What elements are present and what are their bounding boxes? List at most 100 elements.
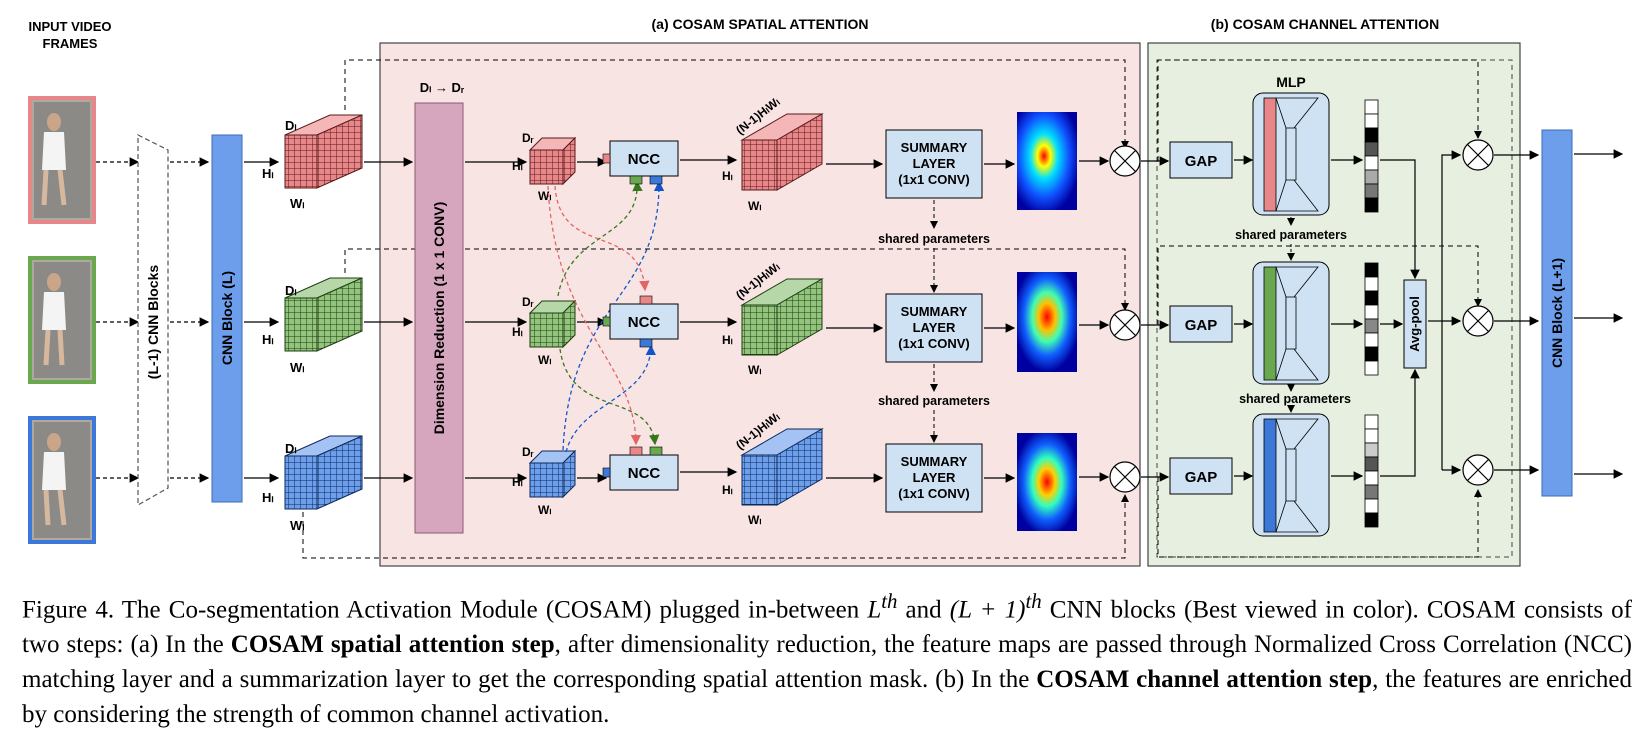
mlp-block-green xyxy=(1252,261,1330,385)
feature-map-blue xyxy=(284,435,363,510)
input-frames-label-2: FRAMES xyxy=(43,36,98,51)
multiply-node-channel-red xyxy=(1462,139,1494,171)
caption-part-1: Figure 4. The Co-segmentation Activation… xyxy=(22,596,868,624)
cosam-diagram: INPUT VIDEO FRAMES (a) COSAM SPATIAL ATT… xyxy=(28,16,1624,567)
caption-part-5: , the features are enriched by consideri… xyxy=(22,666,1632,729)
caption-math-1: L xyxy=(867,596,882,624)
summary-layer-red xyxy=(885,129,983,199)
channel-cell xyxy=(1364,141,1379,157)
ncc-label-green: NCC xyxy=(628,314,661,331)
channel-cell xyxy=(1364,183,1379,199)
correlation-map-green xyxy=(740,278,824,356)
feature-map-green xyxy=(284,277,363,352)
channel-cell xyxy=(1364,318,1379,334)
spatial-mask-red xyxy=(1017,112,1077,210)
dr-label-red: Dᵣ xyxy=(522,131,534,145)
channel-cell xyxy=(1364,346,1379,362)
gap-label-red: GAP xyxy=(1185,153,1218,170)
cnn-block-l-label: CNN Block (L) xyxy=(219,271,235,365)
multiply-node-spatial-blue xyxy=(1109,461,1141,493)
multiply-node-channel-green xyxy=(1462,305,1494,337)
spatial-mask-green xyxy=(1017,272,1077,372)
caption-part-3: CNN blocks (Best viewed in color). COSAM… xyxy=(22,596,1632,659)
wl2-label-blue: Wₗ xyxy=(538,503,551,517)
channel-cell xyxy=(1364,498,1379,514)
dimension-reduction-block xyxy=(414,102,464,534)
dr-label-green: Dᵣ xyxy=(522,295,534,309)
hl2-label-green: Hₗ xyxy=(512,325,523,339)
reduced-map-green xyxy=(528,299,577,349)
caption-math-2: (L + 1) xyxy=(949,596,1026,624)
shared-params-spatial-2: shared parameters xyxy=(878,394,990,408)
summary-text-1a: SUMMARY xyxy=(901,140,968,155)
caption-bold-2: COSAM channel attention step xyxy=(1036,666,1373,694)
correlation-map-blue xyxy=(740,428,824,506)
channel-cell xyxy=(1364,197,1379,213)
summary-text-2a: SUMMARY xyxy=(901,304,968,319)
summary-text-3a: SUMMARY xyxy=(901,454,968,469)
hl3-label-blue: Hₗ xyxy=(722,483,733,497)
wl-label-green: Wₗ xyxy=(290,360,304,375)
wl3-label-red: Wₗ xyxy=(748,199,761,213)
gap-block-blue xyxy=(1169,457,1233,495)
hl-label-blue: Hₗ xyxy=(262,490,274,505)
section-b-title: (b) COSAM CHANNEL ATTENTION xyxy=(1211,16,1439,32)
prev-cnn-blocks xyxy=(137,134,169,507)
wl3-label-blue: Wₗ xyxy=(748,513,761,527)
input-frames-label: INPUT VIDEO xyxy=(28,19,111,34)
summary-text-1b: LAYER xyxy=(913,156,956,171)
channel-cell xyxy=(1364,262,1379,278)
summary-text-2b: LAYER xyxy=(913,320,956,335)
dr-label-blue: Dᵣ xyxy=(522,445,534,459)
feature-map-red xyxy=(284,114,363,189)
mlp-block-blue xyxy=(1252,413,1330,537)
ncc-block-blue xyxy=(602,446,679,491)
multiply-node-spatial-red xyxy=(1109,145,1141,177)
summary-text-3c: (1x1 CONV) xyxy=(898,486,970,501)
hl3-label-green: Hₗ xyxy=(722,333,733,347)
gap-label-green: GAP xyxy=(1185,317,1218,334)
channel-cell xyxy=(1364,276,1379,292)
hl-label-red: Hₗ xyxy=(262,166,274,181)
caption-bold-1: COSAM spatial attention step xyxy=(230,631,555,659)
multiply-node-spatial-green xyxy=(1109,309,1141,341)
channel-cell xyxy=(1364,113,1379,129)
gap-label-blue: GAP xyxy=(1185,469,1218,486)
wl-label-red: Wₗ xyxy=(290,196,304,211)
caption-sup-2: th xyxy=(1025,589,1042,613)
input-frame-blue xyxy=(28,416,96,544)
channel-cell xyxy=(1364,169,1379,185)
dl-to-dr-label: Dₗ → Dᵣ xyxy=(420,80,465,95)
avg-pool-block xyxy=(1403,279,1427,369)
channel-cell xyxy=(1364,99,1379,115)
dl-label-green: Dₗ xyxy=(285,283,297,298)
summary-text-2c: (1x1 CONV) xyxy=(898,336,970,351)
channel-cell xyxy=(1364,332,1379,348)
wl3-label-green: Wₗ xyxy=(748,363,761,377)
shared-params-channel-2: shared parameters xyxy=(1239,392,1351,406)
hl-label-green: Hₗ xyxy=(262,332,274,347)
reduced-map-red xyxy=(528,136,577,186)
hl3-label-red: Hₗ xyxy=(722,169,733,183)
wl-label-blue: Wₗ xyxy=(290,518,304,533)
channel-cell xyxy=(1364,155,1379,171)
channel-cell xyxy=(1364,442,1379,458)
shared-params-spatial-1: shared parameters xyxy=(878,232,990,246)
caption-part-2: and xyxy=(897,596,950,624)
summary-layer-blue xyxy=(885,443,983,513)
gap-block-green xyxy=(1169,305,1233,343)
dl-label-blue: Dₗ xyxy=(285,441,297,456)
channel-activation-vectors xyxy=(1364,99,1379,528)
channel-cell xyxy=(1364,428,1379,444)
wl2-label-green: Wₗ xyxy=(538,353,551,367)
summary-text-3b: LAYER xyxy=(913,470,956,485)
hl2-label-red: Hₗ xyxy=(512,159,523,173)
input-frame-red xyxy=(28,96,96,224)
gap-block-red xyxy=(1169,141,1233,179)
multiply-node-channel-blue xyxy=(1462,454,1494,486)
channel-cell xyxy=(1364,290,1379,306)
cnn-block-next-label: CNN Block (L+1) xyxy=(1549,258,1565,368)
cnn-block-l xyxy=(211,134,243,503)
mlp-label: MLP xyxy=(1276,74,1306,90)
reduced-map-blue xyxy=(528,449,577,499)
